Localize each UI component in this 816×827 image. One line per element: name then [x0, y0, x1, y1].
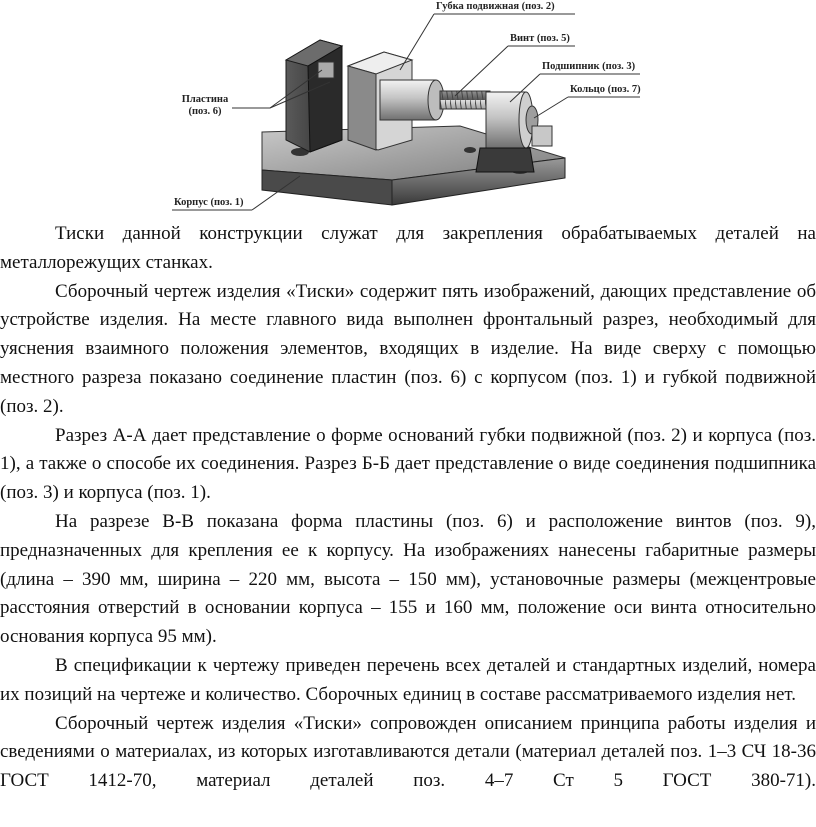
callout-ring: Кольцо (поз. 7)	[570, 84, 641, 95]
leader-lines	[172, 13, 640, 211]
paragraph-1: Тиски данной конструкции служат для закр…	[0, 223, 816, 273]
vise-drawing	[172, 13, 640, 211]
paragraph-2: Сборочный чертеж изделия «Тиски» содержи…	[0, 280, 816, 417]
bearing	[475, 91, 535, 173]
callout-body: Корпус (поз. 1)	[174, 197, 244, 208]
paragraph-3: Разрез А-А дает представление о форме ос…	[0, 424, 816, 504]
callout-plate-line1: Пластина	[181, 94, 229, 105]
callout-plate-line2: (поз. 6)	[188, 106, 222, 117]
screw-square-end	[531, 125, 553, 147]
vise-illustration: Губка подвижная (поз. 2) Винт (поз. 5) П…	[0, 0, 816, 218]
callout-plate: Пластина (поз. 6)	[174, 94, 236, 118]
body-text: Тиски данной конструкции служат для закр…	[0, 220, 816, 796]
fixed-jaw	[284, 39, 344, 153]
screw	[439, 90, 491, 110]
paragraph-4: На разрезе В-В показана форма пластины (…	[0, 510, 816, 648]
callout-bearing: Подшипник (поз. 3)	[542, 61, 636, 72]
callout-screw: Винт (поз. 5)	[510, 33, 570, 44]
paragraph-6: Сборочный чертеж изделия «Тиски» сопрово…	[0, 712, 816, 792]
movable-jaw	[346, 51, 445, 151]
paragraph-5: В спецификации к чертежу приведен перече…	[0, 654, 816, 705]
callout-jaw: Губка подвижная (поз. 2)	[436, 1, 555, 12]
